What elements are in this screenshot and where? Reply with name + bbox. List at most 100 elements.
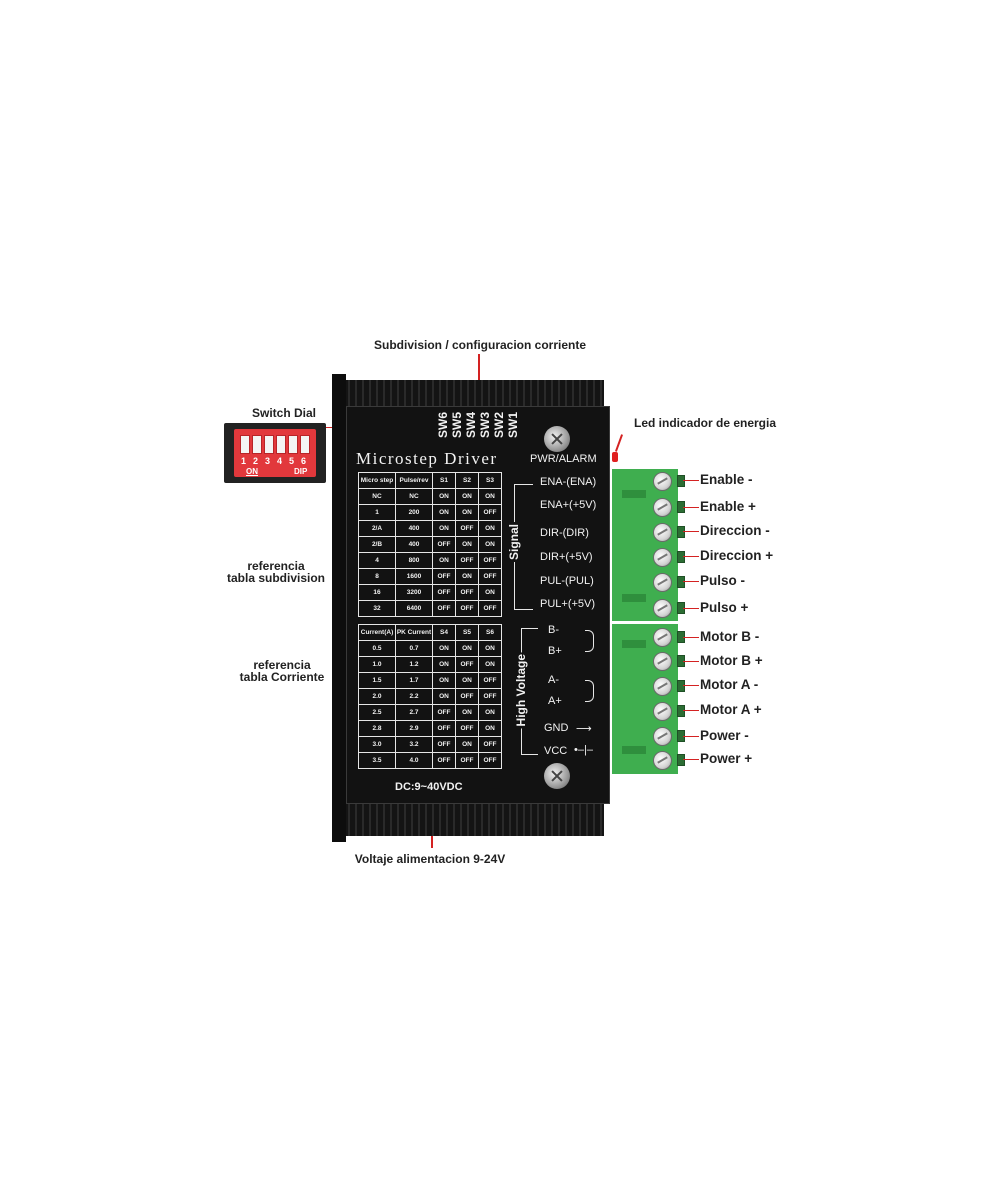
terminal-hole [677,526,685,538]
terminal-callout-line [683,710,699,711]
terminal-power-minus [648,724,676,748]
table-cell: ON [478,656,502,673]
terminal-hole [677,705,685,717]
label-power-minus: Power - [700,728,749,743]
table-cell: 0.5 [358,640,396,657]
table-cell: OFF [478,752,502,769]
terminal-motor-a-minus [648,674,676,698]
terminal-hole [677,754,685,766]
led-callout-line [614,434,624,452]
terminal-callout-line [683,759,699,760]
table-cell: 3.2 [395,736,433,753]
terminal-callout-line [683,661,699,662]
table-header: PK Current [395,624,433,641]
dip-dip-label: DIP [294,467,308,476]
led-indicator [612,452,618,462]
table-cell: ON [432,520,456,537]
terminal-tab-2 [622,594,646,602]
sw1-label: SW1 [506,412,520,439]
table-cell: OFF [455,520,479,537]
table-header: Pulse/rev [395,472,433,489]
table-cell: ON [432,552,456,569]
terminal-callout-line [683,637,699,638]
table-cell: ON [455,704,479,721]
table-cell: 1 [358,504,396,521]
terminal-callout-line [683,480,699,481]
label-power-plus: Power + [700,751,753,766]
sw2-label: SW2 [492,412,506,439]
dip-number-3: 3 [265,456,271,466]
table-cell: 1.0 [358,656,396,673]
ref-subdivision-callout: referencia tabla subdivision [216,560,336,584]
terminal-screw-icon [653,702,672,721]
dip-number-2: 2 [253,456,259,466]
terminal-direccion-plus [648,545,676,569]
table-cell: OFF [455,688,479,705]
table-cell: OFF [432,584,456,601]
dip-slot-2 [252,435,262,454]
table-cell: ON [455,568,479,585]
label-enable-plus: Enable + [700,499,756,514]
subdivision-callout: Subdivision / configuracion corriente [373,338,587,352]
terminal-tab-3 [622,640,646,648]
table-cell: OFF [432,568,456,585]
coil-b-icon [585,630,594,652]
table-cell: ON [432,504,456,521]
table-cell: ON [455,488,479,505]
label-motor-b-minus: Motor B - [700,629,760,644]
signal-pin-dir-plus: DIR+(+5V) [540,551,593,563]
top-screw-icon [544,426,570,452]
switch-dial-callout: Switch Dial [251,406,316,420]
table-cell: OFF [432,704,456,721]
table-cell: NC [358,488,396,505]
terminal-hole [677,475,685,487]
signal-pin-dir-minus: DIR-(DIR) [540,527,589,539]
coil-a-icon [585,680,594,702]
table-cell: 200 [395,504,433,521]
table-cell: 2/B [358,536,396,553]
table-cell: 3.5 [358,752,396,769]
high-voltage-label: High Voltage [514,652,528,729]
table-cell: 16 [358,584,396,601]
terminal-callout-line [683,507,699,508]
terminal-hole [677,680,685,692]
led-callout: Led indicador de energia [633,416,777,430]
label-direccion-minus: Direccion - [700,523,770,538]
switch-labels: SW6 SW5 SW4 SW3 SW2 SW1 [436,412,520,439]
table-cell: 800 [395,552,433,569]
table-cell: ON [432,488,456,505]
table-cell: ON [432,672,456,689]
table-cell: 6400 [395,600,433,617]
ref-subdivision-line1: referencia [247,559,305,573]
label-motor-b-plus: Motor B + [700,653,763,668]
table-cell: OFF [455,656,479,673]
table-cell: OFF [478,688,502,705]
table-header: Micro step [358,472,396,489]
terminal-screw-icon [653,727,672,746]
table-cell: ON [478,488,502,505]
dip-number-6: 6 [301,456,307,466]
terminal-hole [677,576,685,588]
hv-pin-a-plus: A+ [548,695,562,707]
table-cell: 400 [395,520,433,537]
label-pulso-plus: Pulso + [700,600,749,615]
dip-number-5: 5 [289,456,295,466]
ref-current-callout: referencia tabla Corriente [222,659,342,683]
dip-switch-inset: 1 2 3 4 5 6 ON DIP [224,423,326,483]
vcc-battery-icon: •–|– [574,744,593,756]
table-cell: OFF [478,504,502,521]
table-cell: 1.7 [395,672,433,689]
terminal-screw-icon [653,628,672,647]
terminal-screw-icon [653,523,672,542]
terminal-screw-icon [653,498,672,517]
table-cell: OFF [478,552,502,569]
